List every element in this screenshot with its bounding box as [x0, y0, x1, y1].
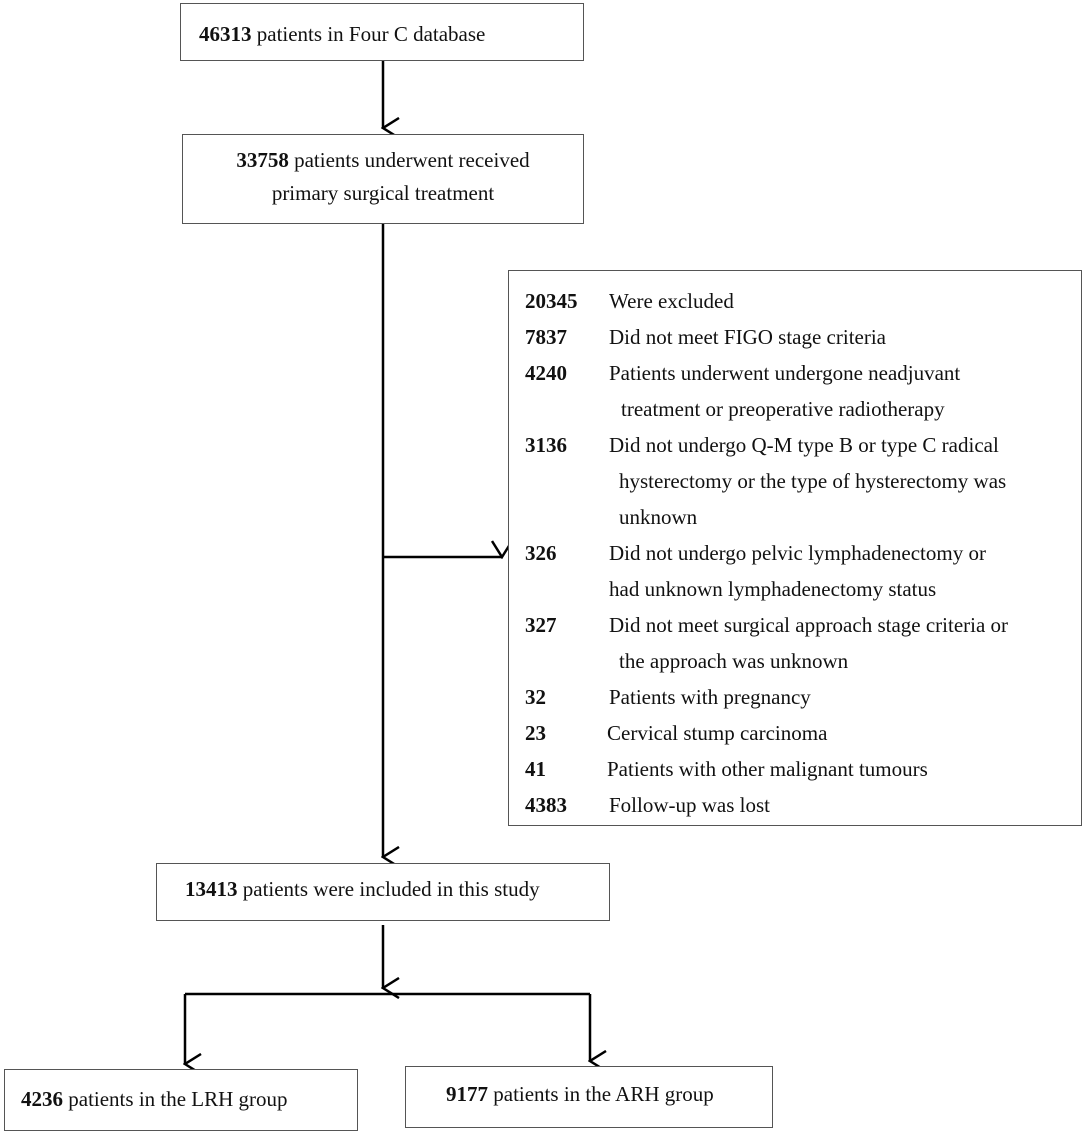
surgical-label-1: patients underwent received [288, 148, 530, 172]
lrh-count: 4236 [21, 1087, 63, 1111]
exclusion-reason-line: Patients underwent undergone neadjuvant [609, 361, 961, 385]
exclusion-count: 20345 [525, 289, 578, 313]
arh-label: patients in the ARH group [488, 1082, 714, 1106]
surgical-line-1: 33758 patients underwent received [183, 144, 583, 177]
surgical-count: 33758 [236, 148, 289, 172]
exclusion-reason-line: Did not meet surgical approach stage cri… [609, 613, 1009, 637]
included-count: 13413 [185, 877, 238, 901]
included-label: patients were included in this study [237, 877, 540, 901]
arh-count: 9177 [446, 1082, 488, 1106]
surgical-treatment-box: 33758 patients underwent received primary… [182, 134, 584, 224]
exclusion-reason-line: the approach was unknown [619, 649, 849, 673]
exclusion-reason-line: Did not undergo Q-M type B or type C rad… [609, 433, 999, 457]
database-label: patients in Four C database [251, 22, 486, 46]
exclusion-count: 23 [525, 721, 546, 745]
exclusion-reason-line: hysterectomy or the type of hysterectomy… [619, 469, 1007, 493]
database-count: 46313 [199, 22, 252, 46]
exclusion-count: 327 [525, 613, 557, 637]
exclusion-reason-line: Patients with other malignant tumours [607, 757, 928, 781]
database-box: 46313 patients in Four C database [180, 3, 584, 61]
exclusion-reason-line: had unknown lymphadenectomy status [609, 577, 937, 601]
exclusion-count: 7837 [525, 325, 567, 349]
exclusion-count: 3136 [525, 433, 567, 457]
exclusion-count: 32 [525, 685, 546, 709]
exclusion-reason-line: treatment or preoperative radiotherapy [621, 397, 945, 421]
exclusion-reason-line: Were excluded [609, 289, 734, 313]
exclusion-count: 326 [525, 541, 557, 565]
exclusion-count: 4383 [525, 793, 567, 817]
exclusion-reason-line: Did not meet FIGO stage criteria [609, 325, 886, 349]
exclusion-reason-line: Patients with pregnancy [609, 685, 811, 709]
surgical-label-2: primary surgical treatment [271, 180, 495, 205]
exclusion-reason-line: unknown [619, 505, 698, 529]
exclusion-count: 4240 [525, 361, 567, 385]
exclusion-reason-line: Did not undergo pelvic lymphadenectomy o… [609, 541, 986, 565]
exclusion-count: 41 [525, 757, 546, 781]
arh-group-box: 9177 patients in the ARH group [405, 1066, 773, 1128]
exclusion-box: 20345 Were excluded 7837 Did not meet FIGO … [508, 270, 1082, 826]
exclusion-reason-line: Cervical stump carcinoma [607, 721, 828, 745]
included-box: 13413 patients were included in this stu… [156, 863, 610, 921]
lrh-group-box: 4236 patients in the LRH group [4, 1069, 358, 1131]
lrh-label: patients in the LRH group [63, 1087, 288, 1111]
exclusion-reason-line: Follow-up was lost [609, 793, 771, 817]
